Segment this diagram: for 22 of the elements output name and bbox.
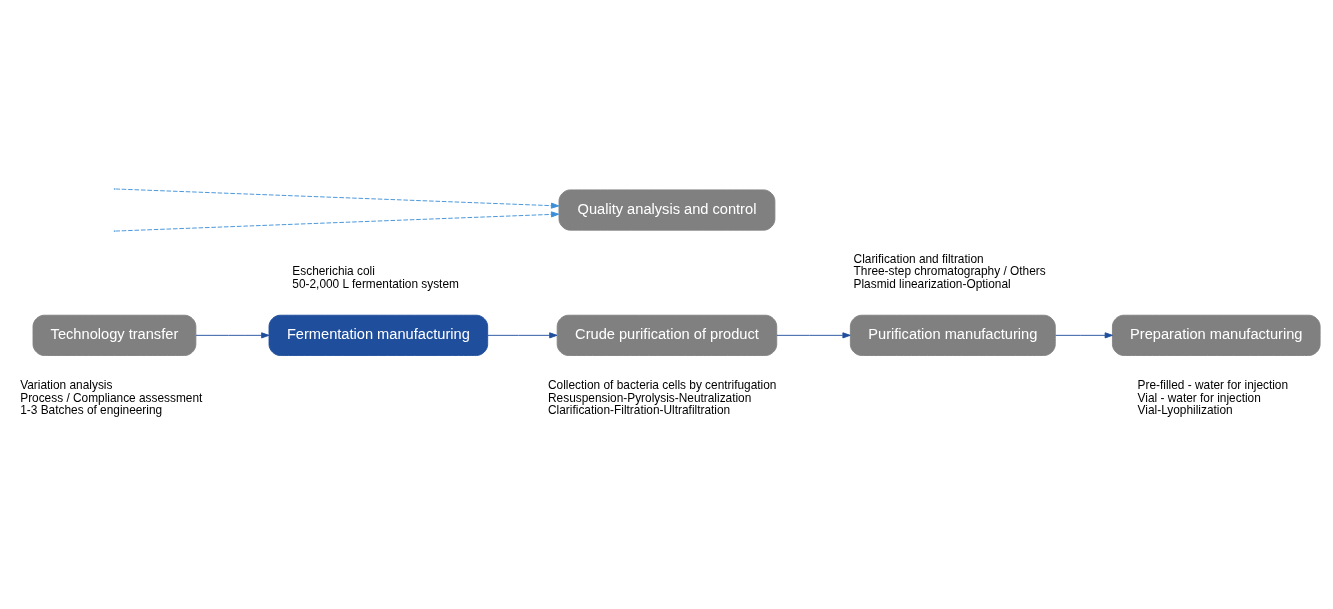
node-label: Collection of bacteria cells by centrifugation — [548, 377, 777, 392]
node-label: Vial - water for injection — [1137, 390, 1261, 405]
arrow — [1055, 331, 1113, 338]
node-label: Process / Compliance assessment — [20, 390, 203, 405]
node-box: Purification manufacturing — [849, 314, 1056, 356]
node-label: Variation analysis — [20, 377, 113, 392]
node-box: Technology transfer — [32, 314, 197, 356]
arrow — [115, 188, 560, 209]
arrow — [487, 331, 558, 338]
arrow — [776, 331, 851, 338]
arrow — [115, 210, 560, 232]
node-box: Preparation manufacturing — [1112, 314, 1321, 356]
node-label: 50-2,000 L fermentation system — [292, 276, 459, 291]
node-label: Resuspension-Pyrolysis-Neutralization — [548, 390, 752, 405]
node-label: Three-step chromatography / Others — [853, 263, 1046, 278]
node-box: Crude purification of product — [556, 314, 778, 356]
node-label: Pre-filled - water for injection — [1137, 377, 1289, 392]
node-box: Quality analysis and control — [558, 188, 776, 231]
node-label: Clarification and filtration — [853, 251, 984, 266]
node-label: Escherichia coli — [292, 263, 375, 278]
arrow — [195, 331, 270, 338]
node-box: Fermentation manufacturing — [268, 314, 489, 356]
